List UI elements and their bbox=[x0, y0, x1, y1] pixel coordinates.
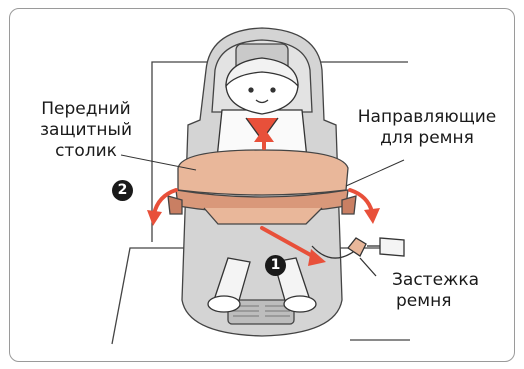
belt-guides-line-2: для ремня bbox=[352, 128, 502, 149]
front-tray-line-3: столик bbox=[30, 141, 142, 162]
belt-guides-line-1: Направляющие bbox=[352, 107, 502, 128]
front-tray-line-1: Передний bbox=[30, 99, 142, 120]
front-tray-label: Передний защитный столик bbox=[30, 99, 142, 162]
step-2-badge: 2 bbox=[112, 180, 133, 201]
front-tray-line-2: защитный bbox=[30, 120, 142, 141]
belt-buckle-line-1: Застежка bbox=[392, 270, 502, 291]
step-1-badge: 1 bbox=[265, 255, 286, 276]
belt-buckle-line-2: ремня bbox=[392, 291, 502, 312]
belt-buckle-label: Застежка ремня bbox=[392, 270, 502, 312]
belt-guides-label: Направляющие для ремня bbox=[352, 107, 502, 149]
